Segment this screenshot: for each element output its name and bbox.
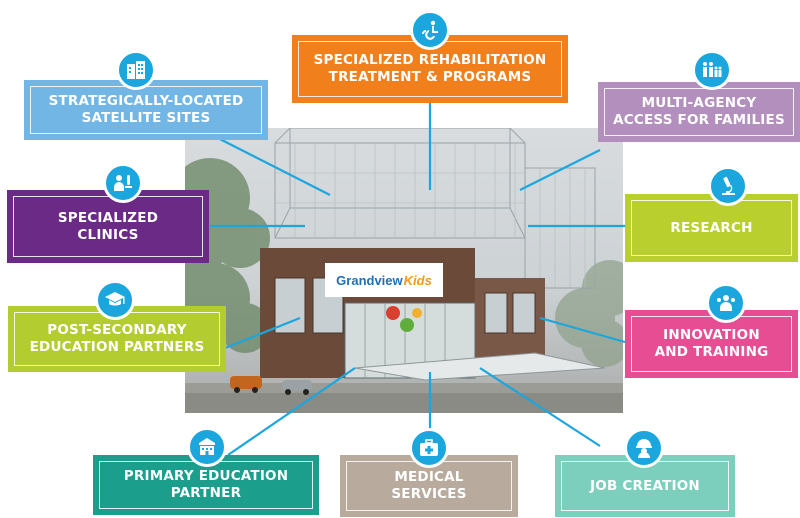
- callout-label: SPECIALIZED CLINICS: [57, 209, 159, 243]
- family-icon: [692, 50, 732, 90]
- clinic-icon: [103, 163, 143, 203]
- callout-label: INNOVATION AND TRAINING: [654, 327, 769, 360]
- callout-label: SPECIALIZED REHABILITATION TREATMENT & P…: [313, 52, 547, 85]
- accessibility-hearing-icon: [410, 10, 450, 50]
- microscope-icon: [708, 166, 748, 206]
- callout-rehabilitation: SPECIALIZED REHABILITATION TREATMENT & P…: [292, 35, 568, 103]
- sign-brand: Grandview: [336, 272, 403, 288]
- sign-suffix: Kids: [403, 272, 432, 288]
- callout-post-secondary: POST-SECONDARY EDUCATION PARTNERS: [8, 306, 226, 372]
- callout-label: JOB CREATION: [590, 477, 700, 494]
- callout-label: POST-SECONDARY EDUCATION PARTNERS: [29, 322, 205, 355]
- hard-hat-worker-icon: [624, 428, 664, 468]
- callout-specialized-clinics: SPECIALIZED CLINICS: [7, 190, 209, 263]
- callout-label: RESEARCH: [670, 219, 753, 236]
- callout-label: MEDICAL SERVICES: [391, 469, 467, 502]
- callout-satellite-sites: STRATEGICALLY-LOCATED SATELLITE SITES: [24, 80, 268, 140]
- first-aid-kit-icon: [409, 428, 449, 468]
- buildings-icon: [116, 50, 156, 90]
- callout-label: STRATEGICALLY-LOCATED SATELLITE SITES: [48, 93, 244, 126]
- graduation-cap-icon: [95, 280, 135, 320]
- callout-multi-agency: MULTI-AGENCY ACCESS FOR FAMILIES: [598, 82, 800, 142]
- callout-research: RESEARCH: [625, 194, 798, 262]
- callout-innovation-training: INNOVATION AND TRAINING: [625, 310, 798, 378]
- school-icon: [187, 427, 227, 467]
- callout-label: MULTI-AGENCY ACCESS FOR FAMILIES: [613, 95, 785, 128]
- callout-label: PRIMARY EDUCATION PARTNER: [123, 468, 289, 501]
- team-icon: [706, 283, 746, 323]
